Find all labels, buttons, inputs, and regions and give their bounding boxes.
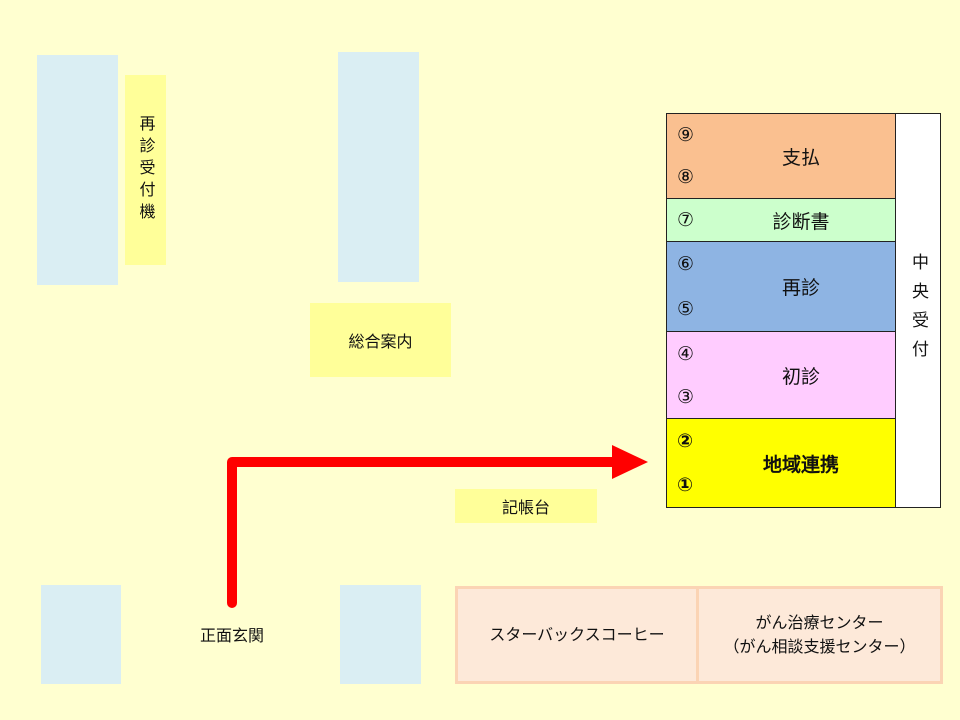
counter-number: ⑤ (677, 297, 695, 320)
counter-revisit[interactable]: ⑥ ⑤ 再診 (667, 242, 895, 332)
counter-number: ① (677, 474, 694, 496)
counter-label: 再診 (781, 277, 820, 299)
divider (895, 114, 896, 507)
pillar (37, 55, 118, 285)
registration-desk[interactable]: 記帳台 (455, 489, 597, 523)
information-label: 総合案内 (348, 332, 413, 351)
shop-label: （がん相談支援センター） (723, 637, 916, 656)
counter-number: ⑥ (677, 253, 695, 276)
pillar (41, 585, 121, 684)
information-desk[interactable]: 総合案内 (310, 303, 451, 377)
counter-number: ② (677, 430, 694, 452)
counter-label: 地域連携 (762, 453, 839, 476)
counter-number: ④ (677, 342, 695, 365)
counter-label: 診断書 (772, 210, 830, 233)
central-reception-label: 中央受付 (908, 252, 928, 369)
reentry-machine[interactable]: 再診受付機 (125, 75, 166, 265)
counter-payment[interactable]: ⑨ ⑧ 支払 (667, 114, 895, 199)
cancer-center[interactable]: がん治療センター （がん相談支援センター） (696, 586, 943, 684)
starbucks[interactable]: スターバックスコーヒー (455, 586, 699, 684)
counter-label: 支払 (781, 146, 820, 169)
counter-number: ⑨ (677, 124, 695, 146)
shop-label: スターバックスコーヒー (489, 625, 665, 644)
counter-first-visit[interactable]: ④ ③ 初診 (667, 332, 895, 419)
counter-certificate[interactable]: ⑦ 診断書 (667, 199, 895, 242)
pillar (338, 52, 419, 282)
central-reception: ⑨ ⑧ 支払 ⑦ 診断書 ⑥ ⑤ 再診 ④ ③ 初診 ② ① 地域連携 中央受付 (666, 113, 941, 508)
main-entrance-label: 正面玄関 (199, 626, 264, 645)
counter-label: 初診 (781, 365, 820, 388)
shop-label: がん治療センター (755, 613, 884, 632)
counter-regional-liaison[interactable]: ② ① 地域連携 (667, 419, 895, 507)
central-reception-column: 中央受付 (896, 114, 941, 507)
reentry-machine-label: 再診受付機 (136, 115, 156, 225)
pillar (340, 585, 421, 684)
counter-number: ⑦ (677, 209, 695, 231)
counter-number: ⑧ (677, 166, 695, 188)
registration-label: 記帳台 (501, 498, 550, 517)
counter-number: ③ (677, 385, 695, 408)
